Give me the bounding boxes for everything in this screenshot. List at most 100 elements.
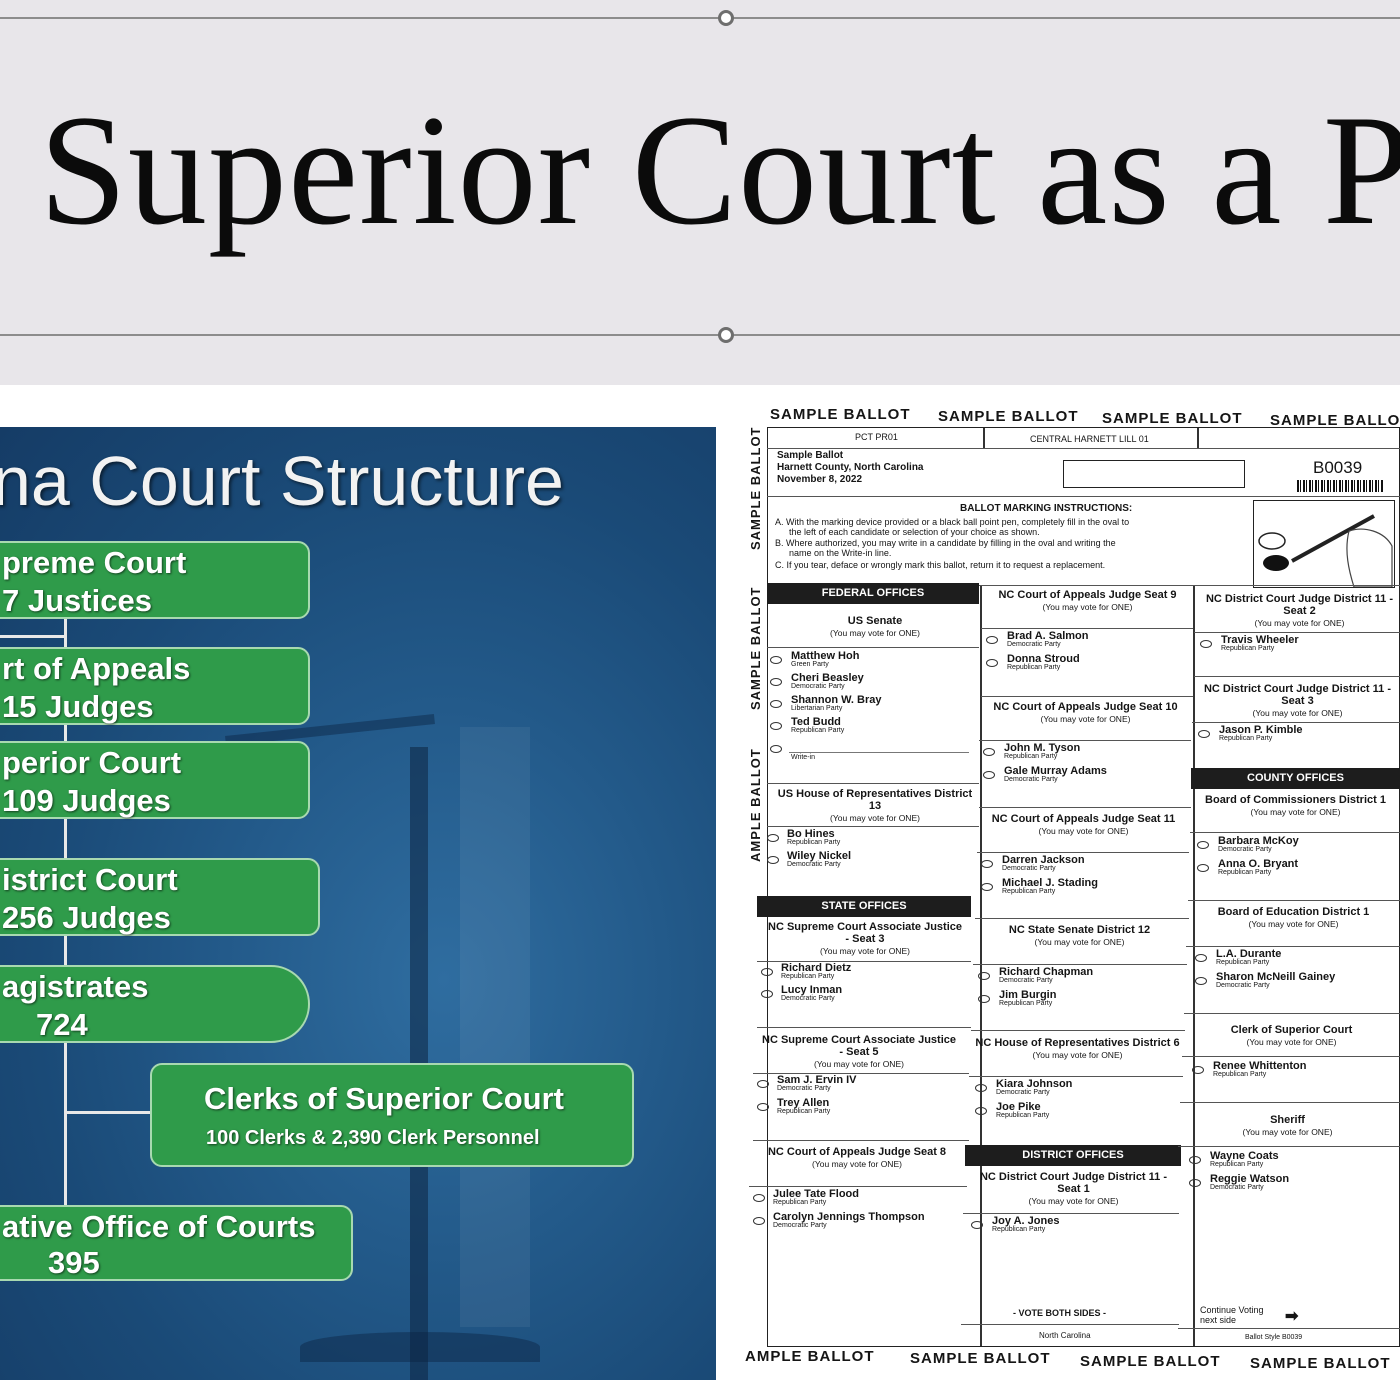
candidate-name: Ted Budd <box>791 716 841 728</box>
vote-oval[interactable] <box>770 656 782 664</box>
vote-oval[interactable] <box>1189 1179 1201 1187</box>
vote-oval[interactable] <box>1192 1066 1204 1074</box>
race-header: NC District Court Judge District 11 - Se… <box>1195 683 1400 719</box>
candidate-name: Lucy Inman <box>781 984 843 996</box>
court-structure-image[interactable]: na Court Structure preme Court 7 Justice… <box>0 427 716 1380</box>
sample-ballot-image[interactable]: SAMPLE BALLOT SAMPLE BALLOT SAMPLE BALLO… <box>745 400 1400 1380</box>
candidate-party: Republican Party <box>992 1226 1046 1233</box>
vote-oval[interactable] <box>1198 730 1210 738</box>
divider <box>1186 946 1400 947</box>
candidate-name: Wayne Coats <box>1210 1150 1279 1162</box>
vote-oval[interactable] <box>767 834 779 842</box>
instruction-line: B. Where authorized, you may write in a … <box>775 538 1116 548</box>
resize-handle-bottom[interactable] <box>718 327 734 343</box>
slide-title-area[interactable]: f Superior Court as a Prob <box>0 0 1400 385</box>
ballot-footer-label: SAMPLE BALLOT <box>910 1350 1051 1367</box>
vote-oval[interactable] <box>770 745 782 753</box>
vote-oval[interactable] <box>1197 864 1209 872</box>
candidate-party: Democratic Party <box>1218 846 1272 853</box>
vote-oval[interactable] <box>981 860 993 868</box>
divider <box>1182 1056 1400 1057</box>
vote-oval[interactable] <box>767 856 779 864</box>
race-name: NC District Court Judge District 11 - Se… <box>979 1171 1168 1195</box>
precinct-label: PCT PR01 <box>855 432 898 442</box>
race-header: NC Court of Appeals Judge Seat 11(You ma… <box>981 813 1186 837</box>
candidate-name: Joe Pike <box>996 1101 1041 1113</box>
candidate-name: Sam J. Ervin IV <box>777 1074 857 1086</box>
continue-voting-note: Continue Voting next side <box>1200 1305 1264 1325</box>
candidate-party: Republican Party <box>1221 645 1275 652</box>
candidate-party: Republican Party <box>1210 1161 1264 1168</box>
divider <box>767 647 979 648</box>
vote-oval[interactable] <box>757 1103 769 1111</box>
candidate-name: Michael J. Stading <box>1002 877 1098 889</box>
vote-oval[interactable] <box>761 968 773 976</box>
ballot-side-label: SAMPLE BALLOT <box>748 586 763 711</box>
box-label: ative Office of Courts <box>2 1209 316 1244</box>
candidate-name: Bo Hines <box>787 828 835 840</box>
vote-oval[interactable] <box>971 1221 983 1229</box>
vote-oval[interactable] <box>978 995 990 1003</box>
candidate-party: Democratic Party <box>1004 776 1058 783</box>
candidate-party: Republican Party <box>1002 888 1056 895</box>
race-name: Sheriff <box>1270 1114 1305 1126</box>
ballot-header-label: SAMPLE BALLOT <box>1102 410 1243 427</box>
vote-oval[interactable] <box>975 1084 987 1092</box>
vote-oval[interactable] <box>753 1194 765 1202</box>
race-header: Board of Commissioners District 1(You ma… <box>1193 794 1398 818</box>
resize-handle-top[interactable] <box>718 10 734 26</box>
candidate-name: Brad A. Salmon <box>1007 630 1089 642</box>
column-divider <box>1193 586 1195 1346</box>
vote-oval[interactable] <box>975 1107 987 1115</box>
ballot-style-footer: Ballot Style B0039 <box>1245 1334 1303 1341</box>
vote-oval[interactable] <box>753 1217 765 1225</box>
vote-oval[interactable] <box>981 883 993 891</box>
vote-oval[interactable] <box>770 700 782 708</box>
candidate-party: Republican Party <box>1216 959 1270 966</box>
race-name: Board of Commissioners District 1 <box>1205 794 1386 806</box>
vote-oval[interactable] <box>1197 841 1209 849</box>
background-scale-base <box>300 1332 540 1362</box>
candidate-name: Jason P. Kimble <box>1219 724 1303 736</box>
divider <box>757 1027 971 1028</box>
divider <box>1190 832 1400 833</box>
vote-oval[interactable] <box>1200 640 1212 648</box>
vote-oval[interactable] <box>986 659 998 667</box>
candidate-name: Wiley Nickel <box>787 850 852 862</box>
write-in-line[interactable] <box>789 752 969 753</box>
candidate-party: Democratic Party <box>996 1089 1050 1096</box>
race-instruction: (You may vote for ONE) <box>814 1059 904 1069</box>
slide-title[interactable]: f Superior Court as a Prob <box>0 83 1400 258</box>
vote-oval[interactable] <box>757 1080 769 1088</box>
candidate-name: Richard Dietz <box>781 962 852 974</box>
ballot-header-label: SAMPLE BALLO <box>1270 412 1400 429</box>
title-box-bottom-border <box>0 334 1400 336</box>
race-instruction: (You may vote for ONE) <box>812 1159 902 1169</box>
vote-oval[interactable] <box>978 972 990 980</box>
vote-oval[interactable] <box>983 771 995 779</box>
vote-oval[interactable] <box>983 748 995 756</box>
vote-oval[interactable] <box>770 722 782 730</box>
state-footer: North Carolina <box>1039 1331 1091 1340</box>
vote-oval[interactable] <box>986 636 998 644</box>
divider <box>1184 1013 1400 1014</box>
candidate-name: Donna Stroud <box>1007 653 1080 665</box>
vote-oval[interactable] <box>1195 954 1207 962</box>
vote-oval[interactable] <box>1195 977 1207 985</box>
supreme-court-box: preme Court 7 Justices <box>0 541 310 619</box>
race-instruction: (You may vote for ONE) <box>1040 714 1131 724</box>
vote-oval[interactable] <box>1189 1156 1201 1164</box>
divider <box>1188 900 1400 901</box>
divider <box>767 783 979 784</box>
race-header: NC Supreme Court Associate Justice - Sea… <box>765 921 965 957</box>
vote-oval[interactable] <box>770 678 782 686</box>
vote-oval[interactable] <box>761 990 773 998</box>
